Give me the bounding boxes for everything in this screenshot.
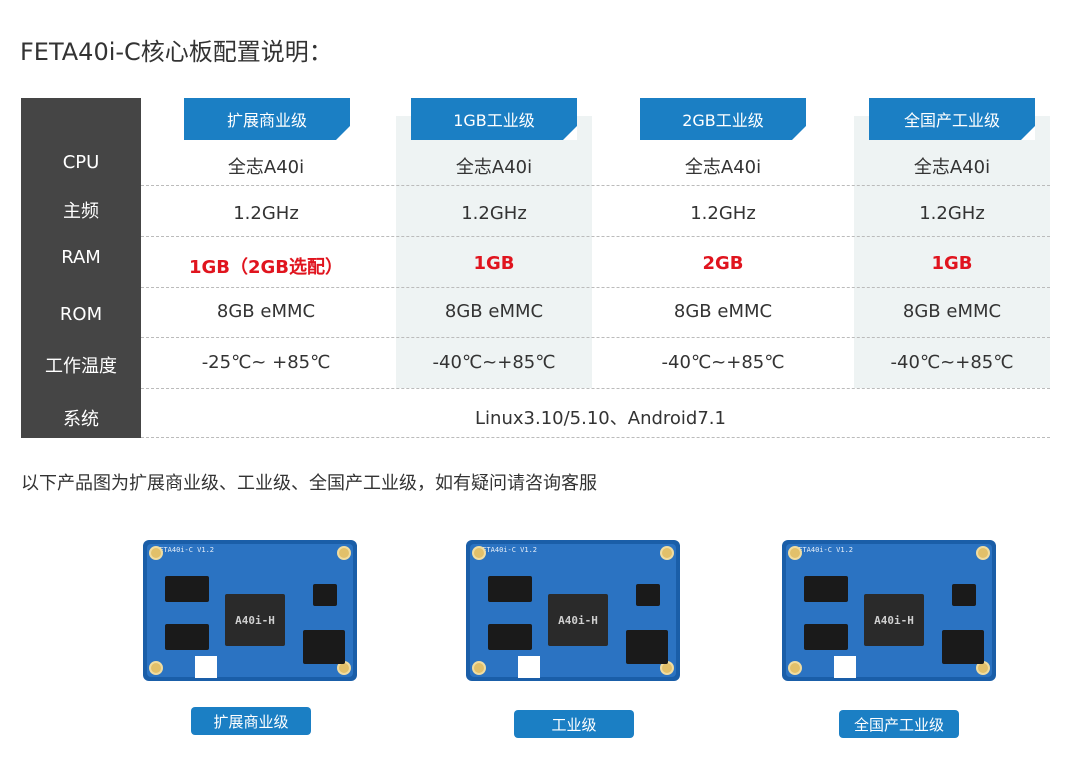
cpu-chip: A40i-H [864,594,924,646]
cpu-chip: A40i-H [225,594,285,646]
memory-chip [488,624,532,650]
cell-rom: 8GB eMMC [444,301,544,322]
row-divider [141,287,1050,288]
cell-freq: 1.2GHz [233,203,299,224]
board-image: FETA40i-C V1.2 A40i-H [782,540,996,681]
mount-hole [337,546,351,560]
row-divider [141,185,1050,186]
product-button-industrial[interactable]: 工业级 [514,710,634,738]
mount-hole [788,661,802,675]
row-header-freq: 主频 [63,201,99,222]
row-divider [141,337,1050,338]
memory-chip [804,576,848,602]
row-header-column: CPU 主频 RAM ROM 工作温度 系统 [21,98,141,438]
mount-hole [149,546,163,560]
cell-temp: -40℃~+85℃ [890,352,1014,373]
board-silkscreen: FETA40i-C V1.2 [794,546,854,554]
mount-hole [788,546,802,560]
memory-chip [165,624,209,650]
row-header-cpu: CPU [62,152,100,173]
board-silkscreen: FETA40i-C V1.2 [155,546,215,554]
pmic-chip [636,584,660,606]
cell-rom: 8GB eMMC [673,301,773,322]
board-silkscreen: FETA40i-C V1.2 [478,546,538,554]
cpu-chip: A40i-H [548,594,608,646]
row-header-temp: 工作温度 [45,356,117,377]
product-button-commercial[interactable]: 扩展商业级 [191,707,311,735]
emmc-chip [942,630,984,664]
mount-hole [976,546,990,560]
row-header-ram: RAM [61,247,101,268]
cell-temp: -40℃~+85℃ [661,352,785,373]
cell-ram: 2GB [702,253,744,274]
memory-chip [804,624,848,650]
cell-rom: 8GB eMMC [216,301,316,322]
cell-ram: 1GB [931,253,973,274]
cell-freq: 1.2GHz [461,203,527,224]
mount-hole [472,546,486,560]
mount-hole [149,661,163,675]
cell-cpu: 全志A40i [913,157,991,178]
memory-chip [165,576,209,602]
column-header-1: 1GB工业级 [411,98,577,140]
row-divider [141,437,1050,438]
cell-ram: 1GB [473,253,515,274]
board-image: FETA40i-C V1.2 A40i-H [466,540,680,681]
column-header-label: 2GB工业级 [682,111,764,130]
qr-code [834,656,856,678]
cell-cpu: 全志A40i [455,157,533,178]
mount-hole [660,546,674,560]
cell-rom: 8GB eMMC [902,301,1002,322]
row-header-rom: ROM [59,304,103,325]
cell-temp: -40℃~+85℃ [432,352,556,373]
cell-system: Linux3.10/5.10、Android7.1 [475,408,726,429]
cell-cpu: 全志A40i [227,157,305,178]
memory-chip [488,576,532,602]
qr-code [518,656,540,678]
cell-freq: 1.2GHz [919,203,985,224]
cell-ram: 1GB（2GB选配） [188,257,344,278]
column-header-0: 扩展商业级 [184,98,350,140]
column-header-label: 扩展商业级 [226,111,307,130]
emmc-chip [303,630,345,664]
board-image: FETA40i-C V1.2 A40i-H [143,540,357,681]
page-title: FETA40i-C核心板配置说明： [20,38,333,66]
cell-temp: -25℃~ +85℃ [201,352,331,373]
column-header-3: 全国产工业级 [869,98,1035,140]
column-header-2: 2GB工业级 [640,98,806,140]
mount-hole [472,661,486,675]
row-divider [141,388,1050,389]
column-bg-1 [396,116,592,388]
row-header-system: 系统 [63,409,99,430]
product-button-domestic[interactable]: 全国产工业级 [839,710,959,738]
column-header-label: 1GB工业级 [453,111,535,130]
row-divider [141,236,1050,237]
emmc-chip [626,630,668,664]
spec-table: CPU 主频 RAM ROM 工作温度 系统 扩展商业级 1GB工业级 2GB工… [21,98,1050,438]
pmic-chip [952,584,976,606]
qr-code [195,656,217,678]
column-bg-3 [854,116,1050,388]
cell-freq: 1.2GHz [690,203,756,224]
pmic-chip [313,584,337,606]
cell-cpu: 全志A40i [684,157,762,178]
product-note: 以下产品图为扩展商业级、工业级、全国产工业级，如有疑问请咨询客服 [21,473,597,494]
column-header-label: 全国产工业级 [903,111,1000,130]
